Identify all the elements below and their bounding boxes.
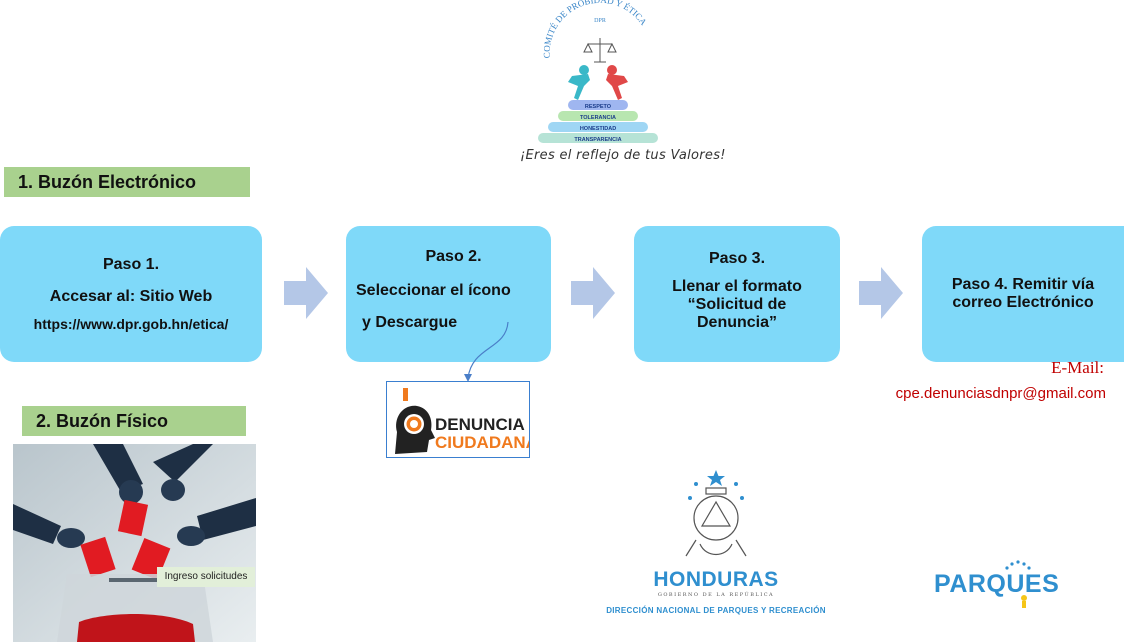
value-respeto: RESPETO xyxy=(585,104,612,110)
step-2-box: Paso 2. Seleccionar el ícono y Descargue xyxy=(346,226,551,362)
denuncia-icon-line2: CIUDADANA xyxy=(435,433,529,452)
step-3-instruction: Llenar el formato xyxy=(672,278,802,295)
step-3-form-name-cont: Denuncia” xyxy=(696,314,777,331)
step-1-url[interactable]: https://www.dpr.gob.hn/etica/ xyxy=(33,316,229,332)
honduras-coat-of-arms-logo xyxy=(596,466,836,624)
honduras-logo-subtitle: GOBIERNO DE LA REPÚBLICA xyxy=(657,592,775,598)
logo-org-text: DPR xyxy=(594,18,606,24)
step-4-title: Paso 4. Remitir vía xyxy=(951,276,1095,293)
step-3-form-name: “Solicitud de xyxy=(687,296,787,313)
head-profile-icon xyxy=(395,405,435,454)
values-pyramid: RESPETO TOLERANCIA HONESTIDAD TRANSPAREN… xyxy=(538,100,658,143)
step-1-box: Paso 1. Accesar al: Sitio Web https://ww… xyxy=(0,226,262,362)
coat-of-arms-icon xyxy=(685,487,747,557)
right-arrow-icon xyxy=(571,267,615,319)
step-1-title: Paso 1. xyxy=(102,256,160,273)
step-2-instruction-cont: y Descargue xyxy=(362,314,458,331)
step-2-instruction: Seleccionar el ícono xyxy=(356,282,511,299)
step-1-instruction: Accesar al: Sitio Web xyxy=(49,288,213,305)
honduras-agency-name: DIRECCIÓN NACIONAL DE PARQUES Y RECREACI… xyxy=(606,606,826,615)
step-2-title: Paso 2. xyxy=(425,248,482,265)
denuncia-icon-line1: DENUNCIA xyxy=(435,415,525,434)
step-3-box: Paso 3. Llenar el formato “Solicitud de … xyxy=(634,226,840,362)
right-arrow-icon xyxy=(284,267,328,319)
step-4-instruction: correo Electrónico xyxy=(952,294,1094,311)
sun-icon xyxy=(1005,560,1031,570)
logo-arc-text: COMITÉ DE PROBIDAD Y ÉTICA xyxy=(542,0,649,58)
svg-text:COMITÉ DE PROBIDAD Y ÉTICA: COMITÉ DE PROBIDAD Y ÉTICA xyxy=(542,0,649,58)
email-address-link[interactable]: cpe.denunciasdnpr@gmail.com xyxy=(895,385,1106,402)
value-tolerancia: TOLERANCIA xyxy=(580,115,616,121)
parques-logo xyxy=(932,558,1098,610)
ethics-committee-logo: COMITÉ DE PROBIDAD Y ÉTICA DPR RESPETO T… xyxy=(528,0,668,150)
value-honestidad: HONESTIDAD xyxy=(580,126,616,132)
denuncia-ciudadana-icon[interactable]: DENUNCIA CIUDADANA xyxy=(386,381,538,458)
ballot-box-photo xyxy=(13,444,256,642)
parques-logo-text: PARQUES xyxy=(934,570,1060,598)
right-arrow-icon xyxy=(859,267,903,319)
connector-arrow-icon xyxy=(464,321,509,382)
star-icon xyxy=(688,470,744,500)
child-icon xyxy=(1021,595,1027,608)
honduras-logo-title: HONDURAS xyxy=(653,568,779,591)
step-3-title: Paso 3. xyxy=(708,250,766,267)
people-icon xyxy=(568,65,628,100)
photo-caption: Ingreso solicitudes xyxy=(157,567,255,587)
email-label: E-Mail: xyxy=(1051,358,1104,377)
step-4-box: Paso 4. Remitir vía correo Electrónico xyxy=(922,226,1124,362)
scales-icon xyxy=(583,38,617,63)
section-electronic-mailbox: 1. Buzón Electrónico xyxy=(4,167,250,197)
section-physical-mailbox: 2. Buzón Físico xyxy=(22,406,246,436)
value-transparencia: TRANSPARENCIA xyxy=(574,137,621,143)
tagline: ¡Eres el reflejo de tus Valores! xyxy=(520,148,726,163)
